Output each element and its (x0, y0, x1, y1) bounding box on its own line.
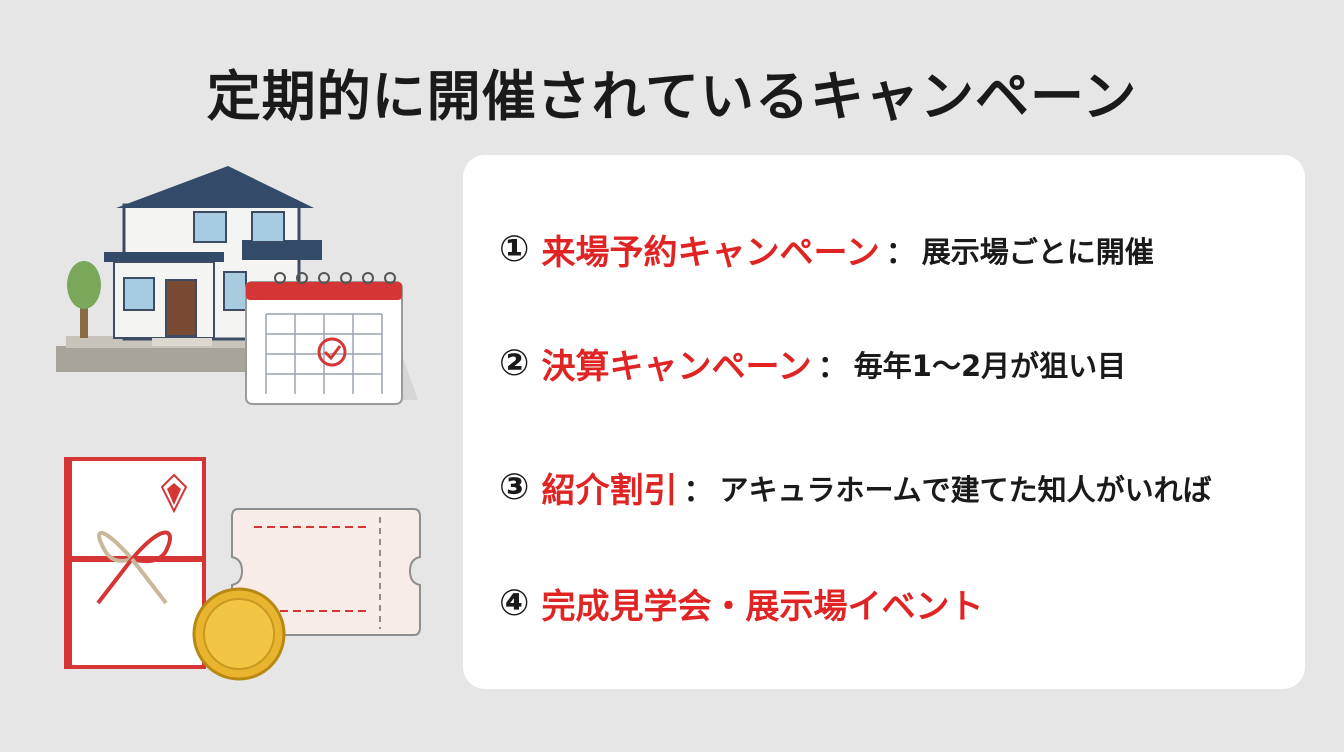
campaign-item-3: ③ 紹介割引 ： アキュラホームで建てた知人がいれば (499, 463, 1212, 512)
gift-envelope-icon (64, 457, 206, 669)
coin-icon (192, 587, 286, 681)
campaign-description: 毎年1〜2月が狙い目 (853, 348, 1127, 383)
separator: ： (683, 473, 714, 509)
separator: ： (885, 235, 916, 271)
campaign-item-2: ② 決算キャンペーン ： 毎年1〜2月が狙い目 (499, 339, 1126, 388)
house-icon (56, 166, 322, 372)
campaign-list-card: ① 来場予約キャンペーン ： 展示場ごとに開催 ② 決算キャンペーン ： 毎年1… (463, 155, 1305, 689)
page-title: 定期的に開催されているキャンペーン (206, 65, 1138, 128)
calendar-icon (245, 272, 418, 405)
campaign-description: 展示場ごとに開催 (921, 234, 1154, 269)
campaign-name: 紹介割引 (541, 471, 678, 511)
campaign-name: 完成見学会・展示場イベント (541, 587, 984, 627)
campaign-item-4: ④ 完成見学会・展示場イベント (499, 579, 983, 628)
campaign-item-1: ① 来場予約キャンペーン ： 展示場ごとに開催 (499, 225, 1154, 274)
campaign-name: 決算キャンペーン (541, 347, 812, 387)
item-number: ② (499, 343, 530, 384)
separator: ： (817, 349, 848, 385)
item-number: ① (499, 229, 530, 270)
ticket-icon (231, 508, 421, 636)
item-number: ③ (499, 467, 530, 508)
campaign-name: 来場予約キャンペーン (541, 233, 880, 273)
item-number: ④ (499, 583, 530, 624)
campaign-description: アキュラホームで建てた知人がいれば (719, 472, 1212, 507)
